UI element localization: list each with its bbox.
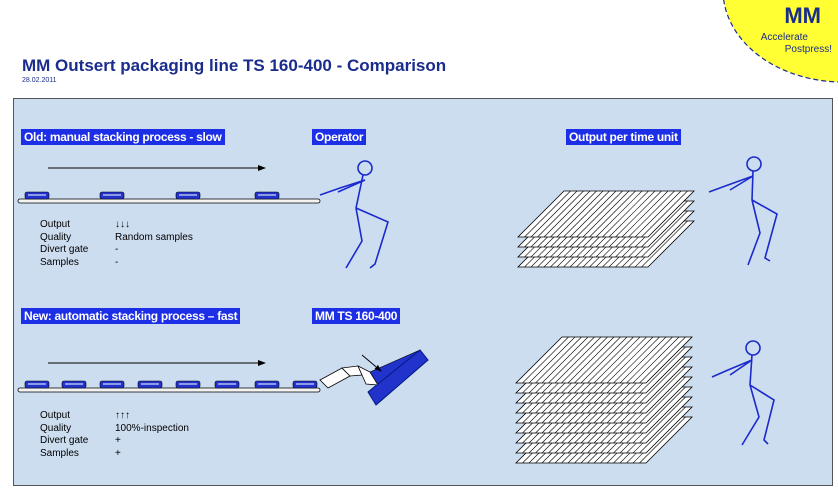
- stat-row: Samples-: [40, 256, 119, 268]
- stat-row: Output↑↑↑: [40, 410, 130, 421]
- stick-figure-icon: [711, 340, 775, 446]
- comparison-panel: [13, 98, 833, 486]
- machine-header: MM TS 160-400: [312, 308, 401, 324]
- output-header: Output per time unit: [566, 129, 681, 145]
- old-process-header: Old: manual stacking process - slow: [21, 129, 225, 145]
- output-stack-old: [517, 190, 695, 268]
- output-stack-new: [515, 336, 693, 464]
- stat-row: Divert gate+: [40, 435, 121, 446]
- logo-badge: [723, 0, 838, 83]
- logo-tagline-2: Postpress!: [784, 44, 832, 55]
- stick-figure-icon: [319, 160, 389, 269]
- stat-row: Divert gate-: [40, 244, 119, 255]
- stacker-machine-icon: [319, 349, 429, 406]
- page-date: 28.02.2011: [22, 77, 57, 84]
- new-conveyor: [17, 360, 321, 393]
- stick-figure-icon: [708, 156, 778, 266]
- new-process-header: New: automatic stacking process – fast: [21, 308, 241, 324]
- stat-row: Samples+: [40, 447, 121, 459]
- stat-row: Output↓↓↓: [40, 219, 130, 230]
- page-title: MM Outsert packaging line TS 160-400 - C…: [22, 56, 447, 75]
- operator-header: Operator: [312, 129, 367, 145]
- logo-mark: MM: [784, 3, 821, 28]
- brand-logo: MM Accelerate Postpress!: [678, 0, 838, 95]
- old-conveyor: [17, 165, 321, 204]
- logo-tagline-1: Accelerate: [760, 32, 808, 43]
